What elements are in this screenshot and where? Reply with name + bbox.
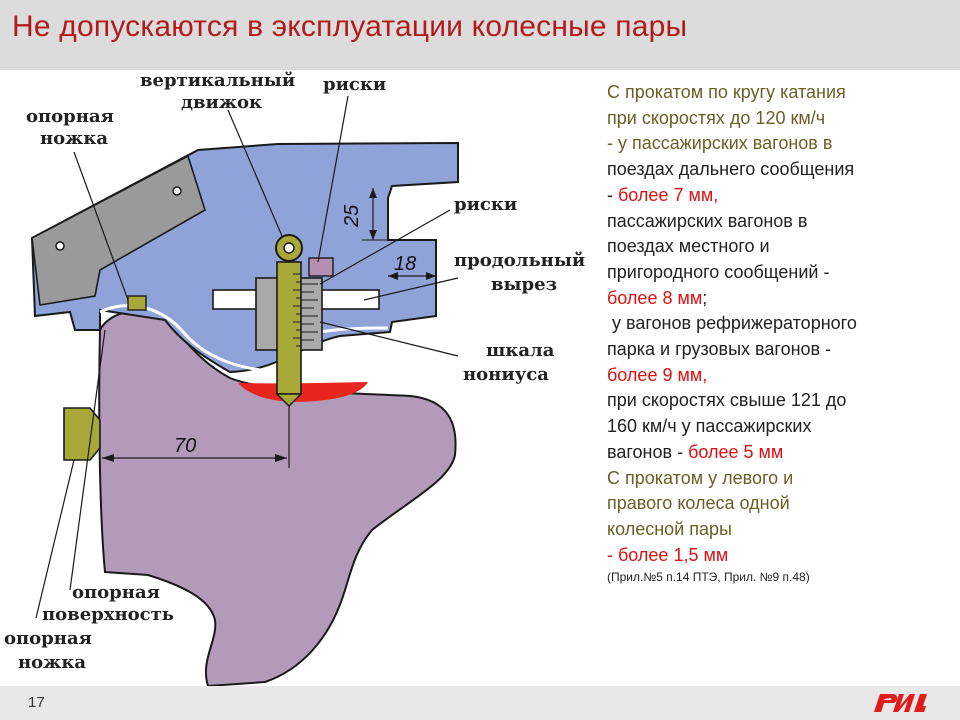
label-risks-top: риски	[323, 74, 386, 95]
label-longitudinal-cut: продольный вырез	[454, 250, 592, 295]
footer: 17	[0, 686, 960, 720]
text-line: поездах местного и	[607, 236, 770, 257]
text-line: при скоростях свыше 121 до	[607, 390, 847, 411]
dimension-18: 18	[388, 253, 436, 280]
dim-18-label: 18	[394, 253, 416, 275]
text-line: С прокатом у левого и	[607, 467, 794, 488]
dimension-25: 25	[341, 188, 388, 241]
text-line: при скоростях до 120 км/ч	[607, 107, 826, 128]
text-line: С прокатом по кругу катания	[607, 82, 846, 102]
text-line: - более 7 мм,	[607, 184, 719, 205]
label-support-foot-bottom: опорная ножка	[4, 628, 98, 673]
vernier-scale	[293, 273, 318, 347]
vertical-slider	[276, 261, 302, 395]
label-support-foot-top: опорная ножка	[26, 106, 120, 149]
dim-25-label: 25	[341, 204, 363, 228]
text-line: 160 км/ч у пассажирских	[607, 416, 812, 437]
gauge-diagram: 70 25 18 вертик	[4, 70, 592, 686]
text-line: пассажирских вагонов в	[607, 210, 808, 231]
reference-note: (Прил.№5 п.14 ПТЭ, Прил. №9 п.48)	[607, 570, 810, 585]
text-line: - более 1,5 мм	[607, 544, 729, 565]
limit-value: более 8 мм	[607, 287, 703, 308]
text-line: более 9 мм,	[607, 364, 708, 385]
text-line: у вагонов рефрижераторного	[607, 313, 857, 334]
support-foot-top	[127, 295, 147, 311]
text-panel: С прокатом по кругу катания при скоростя…	[607, 80, 952, 586]
text-line: вагонов - более 5 мм	[607, 441, 784, 462]
label-vernier-scale: шкала нониуса	[463, 340, 561, 385]
page-number: 17	[28, 694, 45, 711]
text-line: поездах дальнего сообщения	[607, 159, 855, 180]
text-line: пригородного сообщений -	[607, 261, 830, 282]
limit-value: более 7 мм,	[618, 184, 719, 205]
support-foot-bottom	[63, 407, 101, 461]
rzd-logo	[874, 694, 927, 712]
title-bar: Не допускаются в эксплуатации колесные п…	[0, 0, 960, 70]
label-risks-right: риски	[454, 194, 517, 215]
text-line: колесной пары	[607, 518, 732, 539]
wheel-profile	[98, 309, 457, 686]
dimension-70: 70	[102, 435, 287, 462]
text-line: правого колеса одной	[607, 493, 790, 514]
text-line: - у пассажирских вагонов в	[607, 133, 833, 154]
label-vertical-slider: вертикальный движок	[140, 70, 301, 113]
page-title: Не допускаются в эксплуатации колесные п…	[12, 10, 688, 43]
worn-zone	[238, 382, 368, 402]
limit-value: более 5 мм	[688, 441, 784, 462]
label-support-surface: опорная поверхность	[42, 582, 174, 625]
dim-70-label: 70	[174, 435, 196, 457]
gauge-plate	[31, 154, 206, 306]
text-line: парка и грузовых вагонов -	[607, 339, 832, 360]
text-line: более 8 мм;	[607, 287, 708, 308]
